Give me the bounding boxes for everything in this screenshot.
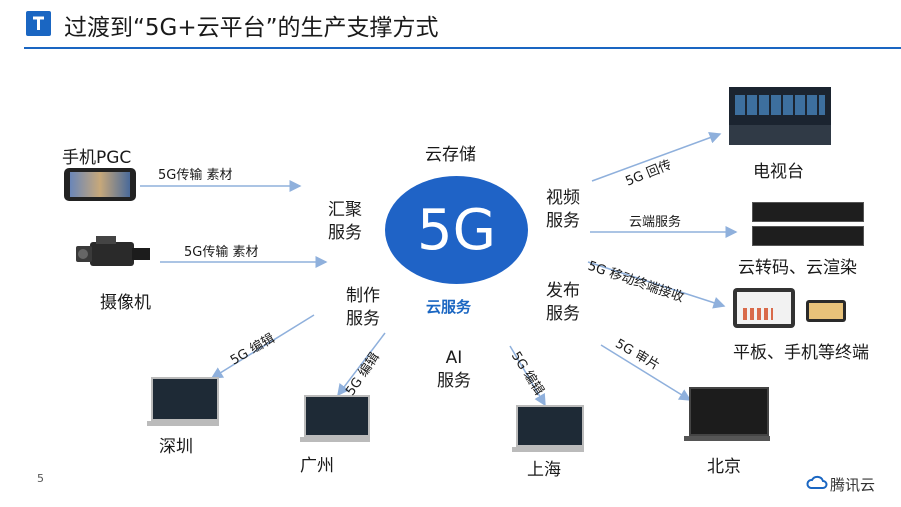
publish-service-label: 发布服务 xyxy=(546,281,580,324)
arrow-beijing xyxy=(600,344,692,401)
laptop-guangzhou-icon xyxy=(300,395,370,442)
aggregate-service-label: 汇聚服务 xyxy=(328,200,362,243)
page-number: 5 xyxy=(37,472,44,485)
title-divider xyxy=(24,47,901,49)
arrow-guangzhou xyxy=(337,332,386,397)
dest-terminal-label: 平板、手机等终端 xyxy=(733,343,869,363)
source-pgc-label: 手机PGC xyxy=(62,148,132,168)
dest-beijing-label: 北京 xyxy=(707,457,741,477)
production-service-label: 制作服务 xyxy=(346,286,380,329)
5g-cloud-oval: 5G xyxy=(385,176,528,284)
tv-station-icon xyxy=(729,87,831,145)
dest-render-label: 云转码、云渲染 xyxy=(738,258,857,278)
editor-shanghai-label: 上海 xyxy=(527,460,561,480)
tencent-cloud-logo-icon xyxy=(806,474,828,492)
edge-camera-label: 5G传输 素材 xyxy=(184,245,259,260)
laptop-beijing-icon xyxy=(684,387,770,441)
editor-shenzhen-label: 深圳 xyxy=(159,437,193,457)
edge-pgc-label: 5G传输 素材 xyxy=(158,168,233,183)
tablet-icon xyxy=(733,288,795,328)
editor-guangzhou-label: 广州 xyxy=(300,456,334,476)
edge-render-label: 云端服务 xyxy=(629,215,682,230)
arrow-shanghai xyxy=(509,345,546,407)
source-camera-label: 摄像机 xyxy=(100,293,151,313)
arrow-tv xyxy=(591,131,722,182)
camera-icon xyxy=(76,234,150,274)
arrow-shenzhen xyxy=(210,314,315,379)
dest-tv-label: 电视台 xyxy=(753,162,804,182)
page-title: 过渡到“5G+云平台”的生产支撑方式 xyxy=(64,15,439,41)
laptop-shenzhen-icon xyxy=(147,377,219,426)
logo-icon xyxy=(26,11,51,36)
server-icon xyxy=(752,202,864,246)
cloud-storage-label: 云存储 xyxy=(425,145,476,165)
video-service-label: 视频服务 xyxy=(546,188,580,231)
arrow-terminal xyxy=(587,261,726,309)
brand-label: 腾讯云 xyxy=(830,476,876,494)
laptop-shanghai-icon xyxy=(512,405,584,452)
phone-terminal-icon xyxy=(806,300,846,322)
cloud-service-label: 云服务 xyxy=(426,298,472,316)
phone-icon xyxy=(64,168,136,201)
